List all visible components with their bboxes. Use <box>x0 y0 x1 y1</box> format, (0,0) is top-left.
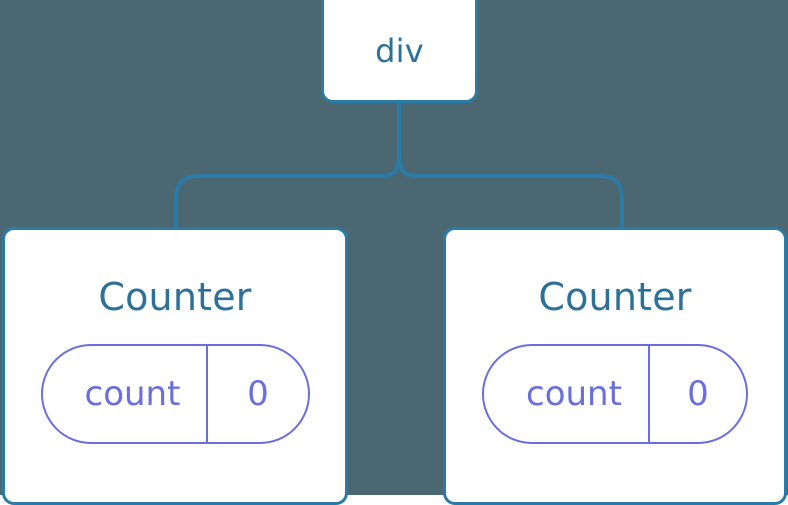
state-divider-right <box>647 346 650 442</box>
node-div-label: div <box>375 31 424 70</box>
state-pill-right[interactable]: count 0 <box>482 344 748 444</box>
state-key-left: count <box>84 374 181 414</box>
node-counter-right[interactable]: Counter count 0 <box>443 227 787 505</box>
connector-branch-left <box>174 151 401 229</box>
node-counter-right-label: Counter <box>538 275 692 319</box>
state-value-left: 0 <box>247 374 269 414</box>
state-pill-left[interactable]: count 0 <box>40 344 310 444</box>
node-counter-left-label: Counter <box>98 275 252 319</box>
node-div[interactable]: div <box>321 0 478 103</box>
state-key-right: count <box>526 374 622 414</box>
node-counter-left[interactable]: Counter count 0 <box>2 227 348 505</box>
state-value-right: 0 <box>687 374 709 414</box>
state-divider-left <box>206 346 209 442</box>
connector-branch-right <box>397 151 624 229</box>
